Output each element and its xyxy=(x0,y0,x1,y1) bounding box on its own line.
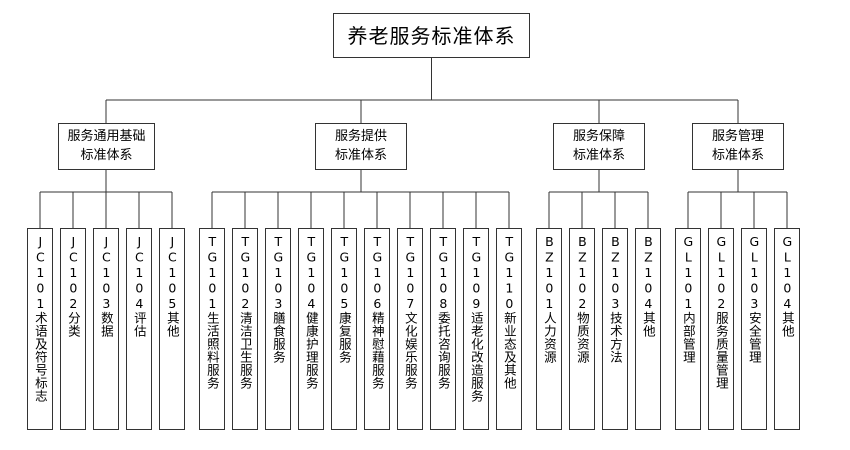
leaf-node-bz102[interactable]: BZ102物质资源 xyxy=(569,228,595,430)
leaf-code: BZ104 xyxy=(640,234,656,312)
root-node[interactable]: 养老服务标准体系 xyxy=(333,13,530,58)
branch-label-line1: 服务通用基础 xyxy=(67,128,146,144)
leaf-node-tg102[interactable]: TG102清洁卫生服务 xyxy=(232,228,258,430)
leaf-code: BZ101 xyxy=(541,234,557,312)
branch-label-line1: 服务保障 xyxy=(572,128,625,144)
leaf-node-tg107[interactable]: TG107文化娱乐服务 xyxy=(397,228,423,430)
leaf-node-gl101[interactable]: GL101内部管理 xyxy=(675,228,701,430)
leaf-label: 其他 xyxy=(779,311,795,338)
leaf-label: 内部管理 xyxy=(680,311,696,364)
branch-label-line1: 服务管理 xyxy=(711,128,764,144)
leaf-label: 数据 xyxy=(98,311,114,338)
leaf-node-tg110[interactable]: TG110新业态及其他 xyxy=(496,228,522,430)
leaf-code: TG102 xyxy=(237,234,253,312)
leaf-code: TG104 xyxy=(303,234,319,312)
branch-label-line2: 标准体系 xyxy=(572,147,625,163)
leaf-label: 委托咨询服务 xyxy=(435,311,451,390)
leaf-node-jc102[interactable]: JC102分类 xyxy=(60,228,86,430)
leaf-label: 评估 xyxy=(131,311,147,338)
branch-node-bz[interactable]: 服务保障标准体系 xyxy=(553,123,645,170)
leaf-label: 其他 xyxy=(640,311,656,338)
leaf-code: BZ102 xyxy=(574,234,590,312)
leaf-label: 新业态及其他 xyxy=(501,311,517,390)
leaf-code: GL101 xyxy=(680,234,696,312)
leaf-code: TG101 xyxy=(204,234,220,312)
leaf-node-jc104[interactable]: JC104评估 xyxy=(126,228,152,430)
leaf-code: TG107 xyxy=(402,234,418,312)
leaf-code: TG103 xyxy=(270,234,286,312)
leaf-node-tg106[interactable]: TG106精神慰藉服务 xyxy=(364,228,390,430)
leaf-node-tg103[interactable]: TG103膳食服务 xyxy=(265,228,291,430)
leaf-label: 安全管理 xyxy=(746,311,762,364)
leaf-code: JC104 xyxy=(131,234,147,312)
leaf-code: JC102 xyxy=(65,234,81,312)
leaf-node-tg104[interactable]: TG104健康护理服务 xyxy=(298,228,324,430)
leaf-label: 服务质量管理 xyxy=(713,311,729,390)
leaf-code: TG108 xyxy=(435,234,451,312)
leaf-code: JC105 xyxy=(164,234,180,312)
branch-node-jc[interactable]: 服务通用基础标准体系 xyxy=(58,123,155,170)
leaf-code: TG109 xyxy=(468,234,484,312)
leaf-label: 精神慰藉服务 xyxy=(369,311,385,390)
leaf-code: TG105 xyxy=(336,234,352,312)
leaf-node-bz101[interactable]: BZ101人力资源 xyxy=(536,228,562,430)
leaf-code: JC101 xyxy=(32,234,48,312)
leaf-node-bz103[interactable]: BZ103技术方法 xyxy=(602,228,628,430)
leaf-label: 健康护理服务 xyxy=(303,311,319,390)
leaf-label: 术语及符号标志 xyxy=(32,311,48,403)
leaf-node-tg108[interactable]: TG108委托咨询服务 xyxy=(430,228,456,430)
leaf-code: BZ103 xyxy=(607,234,623,312)
leaf-node-tg109[interactable]: TG109适老化改造服务 xyxy=(463,228,489,430)
leaf-node-jc105[interactable]: JC105其他 xyxy=(159,228,185,430)
leaf-label: 物质资源 xyxy=(574,311,590,364)
leaf-node-gl103[interactable]: GL103安全管理 xyxy=(741,228,767,430)
branch-node-tg[interactable]: 服务提供标准体系 xyxy=(315,123,407,170)
leaf-code: GL104 xyxy=(779,234,795,312)
leaf-node-gl104[interactable]: GL104其他 xyxy=(774,228,800,430)
leaf-label: 分类 xyxy=(65,311,81,338)
branch-label-line2: 标准体系 xyxy=(334,147,387,163)
branch-label-line1: 服务提供 xyxy=(334,128,387,144)
root-label: 养老服务标准体系 xyxy=(347,23,516,48)
leaf-label: 人力资源 xyxy=(541,311,557,364)
leaf-code: GL103 xyxy=(746,234,762,312)
branch-node-gl[interactable]: 服务管理标准体系 xyxy=(692,123,784,170)
leaf-label: 适老化改造服务 xyxy=(468,311,484,403)
leaf-node-tg105[interactable]: TG105康复服务 xyxy=(331,228,357,430)
leaf-node-jc103[interactable]: JC103数据 xyxy=(93,228,119,430)
leaf-label: 生活照料服务 xyxy=(204,311,220,390)
leaf-code: JC103 xyxy=(98,234,114,312)
leaf-node-tg101[interactable]: TG101生活照料服务 xyxy=(199,228,225,430)
leaf-node-gl102[interactable]: GL102服务质量管理 xyxy=(708,228,734,430)
branch-label-line2: 标准体系 xyxy=(80,147,133,163)
leaf-label: 康复服务 xyxy=(336,311,352,364)
branch-label-line2: 标准体系 xyxy=(711,147,764,163)
leaf-label: 技术方法 xyxy=(607,311,623,364)
leaf-node-jc101[interactable]: JC101术语及符号标志 xyxy=(27,228,53,430)
leaf-label: 文化娱乐服务 xyxy=(402,311,418,390)
leaf-code: TG106 xyxy=(369,234,385,312)
leaf-label: 膳食服务 xyxy=(270,311,286,364)
leaf-label: 其他 xyxy=(164,311,180,338)
leaf-node-bz104[interactable]: BZ104其他 xyxy=(635,228,661,430)
leaf-label: 清洁卫生服务 xyxy=(237,311,253,390)
leaf-code: TG110 xyxy=(501,234,517,312)
leaf-code: GL102 xyxy=(713,234,729,312)
